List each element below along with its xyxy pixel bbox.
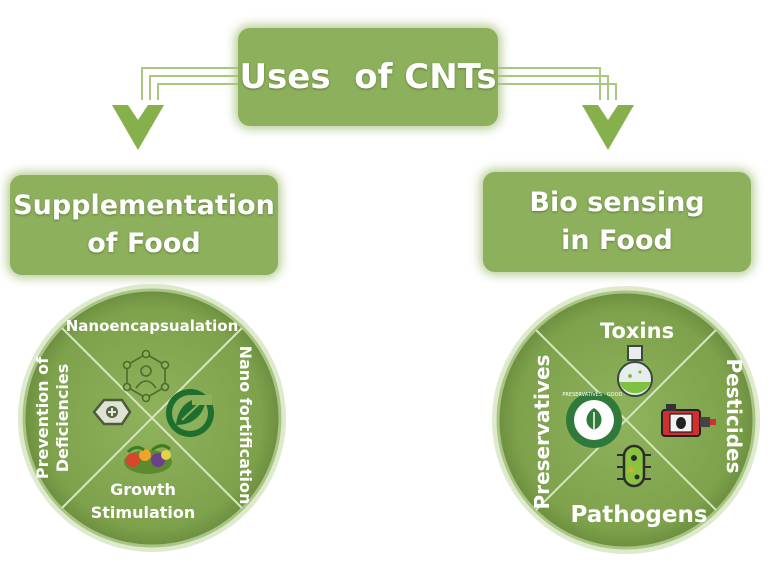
label-toxins: Toxins [600,319,674,343]
biosensing-heading-line2: in Food [561,225,673,256]
biosensing-box: Bio sensing in Food [483,172,751,272]
plus-hexagon-icon [92,398,132,426]
flask-icon [617,345,653,397]
label-prevention-of: Prevention of [33,356,52,479]
left-circle: Nanoencapsualation Prevention of Deficie… [18,284,286,552]
bacteria-icon [617,444,651,488]
label-preservatives: Preservatives [530,355,554,510]
biosensing-heading-line1: Bio sensing [529,187,705,218]
right-connector [498,67,617,100]
leaf-logo-icon [166,389,214,437]
label-stimulation: Stimulation [91,503,196,522]
label-pesticides: Pesticides [722,358,746,473]
page-title: Uses of CNTs [239,57,497,97]
preservatives-badge-icon: PRESERVATIVES · GOOD · [562,392,626,448]
label-deficiencies: Deficiencies [53,364,72,473]
supplementation-heading-line2: of Food [87,228,201,259]
left-connector [141,67,238,100]
label-pathogens: Pathogens [570,502,707,528]
label-growth: Growth [110,480,176,499]
badge-text: PRESERVATIVES · GOOD · [562,392,626,398]
supplementation-box: Supplementation of Food [10,175,278,275]
pesticide-sprayer-icon [661,404,716,437]
right-arrow-icon [582,105,634,150]
label-nano-fortification: Nano fortification [236,346,255,505]
label-nanoencapsulation: Nanoencapsualation [66,317,239,335]
supplementation-heading-line1: Supplementation [13,190,275,221]
left-arrow-icon [112,105,164,150]
right-circle: Toxins Preservatives Pesticides Pathogen… [492,286,760,554]
network-people-icon [122,349,170,403]
vegetables-icon [124,444,172,474]
title-box: Uses of CNTs [238,28,498,126]
